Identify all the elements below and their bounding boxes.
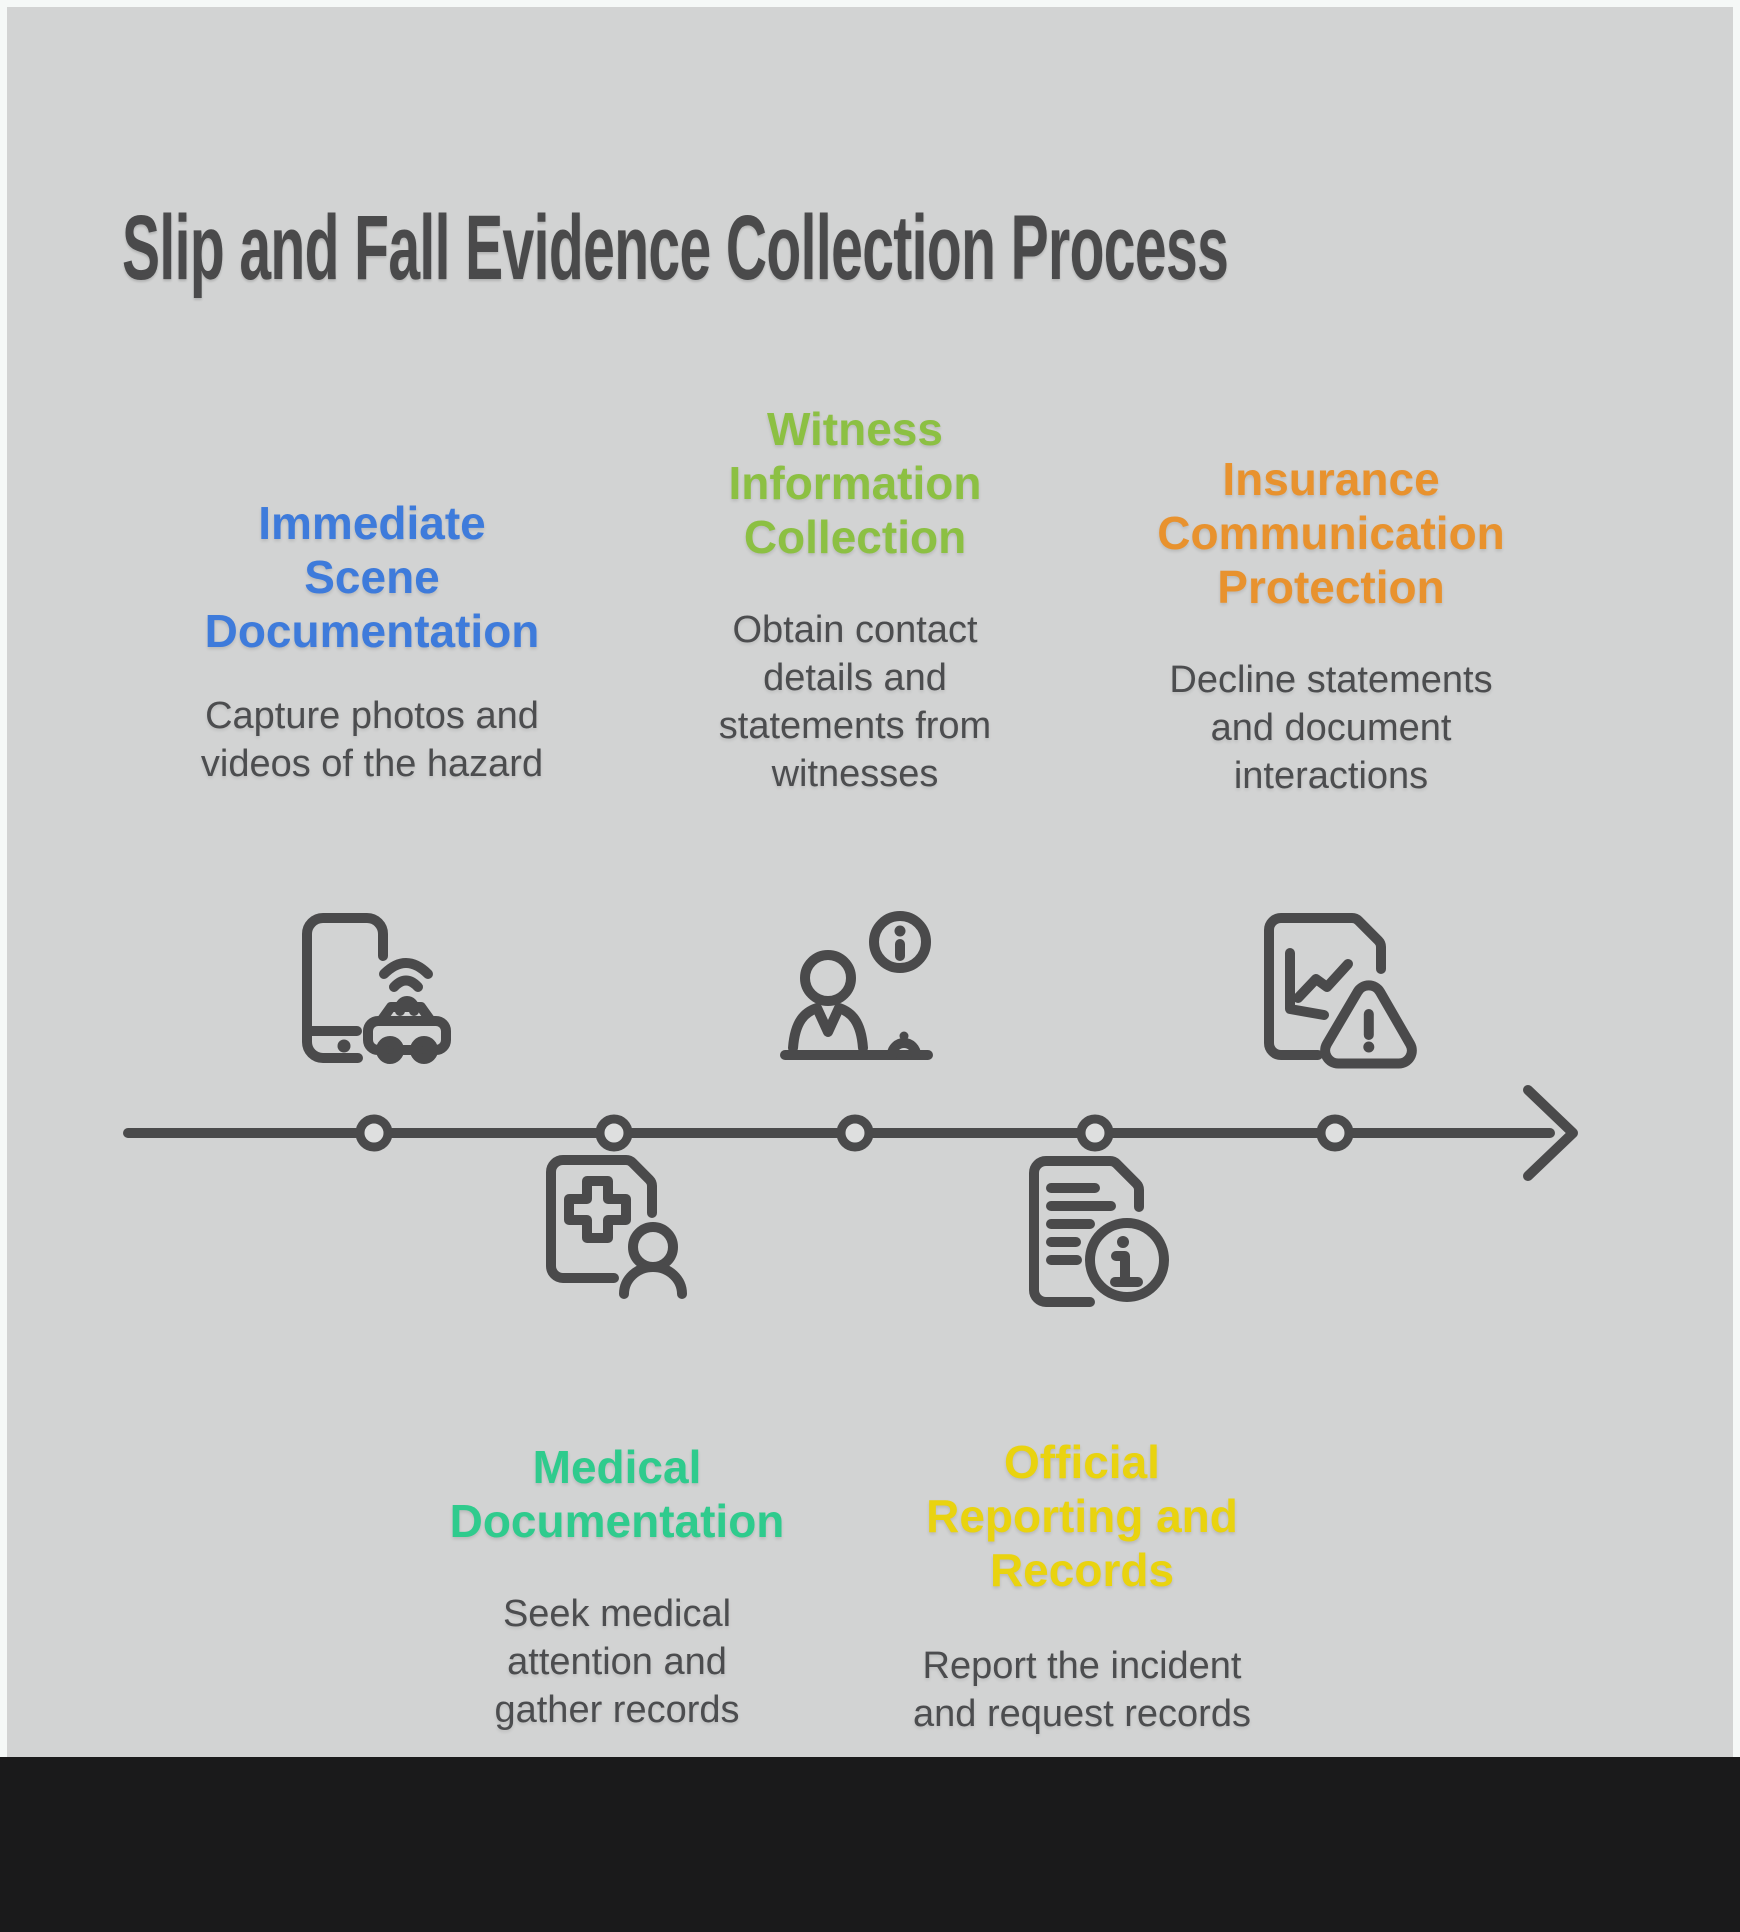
step-description-witness-information: Obtain contact details and statements fr… [718,609,992,795]
report-warning-icon [1240,890,1460,1090]
timeline-node [1076,1114,1114,1152]
footer-bar [0,1757,1740,1932]
step-description-insurance-communication: Decline statements and document interact… [1169,659,1493,797]
step-description-immediate-scene: Capture photos and videos of the hazard [200,695,544,785]
medical-record-icon [530,1140,750,1340]
background-panel [7,7,1733,1757]
step-heading-insurance-communication: Insurance Communication Protection [1157,453,1505,613]
timeline-node [595,1114,633,1152]
step-heading-medical-documentation: Medical Documentation [449,1441,785,1547]
timeline [123,1085,1578,1181]
timeline-node [1316,1114,1354,1152]
phone-emergency-icon [280,890,500,1090]
document-info-icon [1010,1140,1230,1340]
step-heading-immediate-scene: Immediate Scene Documentation [204,497,540,657]
page-title: Slip and Fall Evidence Collection Proces… [122,197,1229,299]
timeline-node [836,1114,874,1152]
step-heading-witness-information: Witness Information Collection [728,403,982,563]
witness-info-icon [760,890,980,1090]
timeline-arrowhead-icon [1523,1085,1578,1181]
step-heading-official-reporting: Official Reporting and Records [926,1436,1238,1596]
timeline-node [355,1114,393,1152]
step-description-medical-documentation: Seek medical attention and gather record… [494,1593,740,1731]
step-description-official-reporting: Report the incident and request records [913,1645,1251,1735]
